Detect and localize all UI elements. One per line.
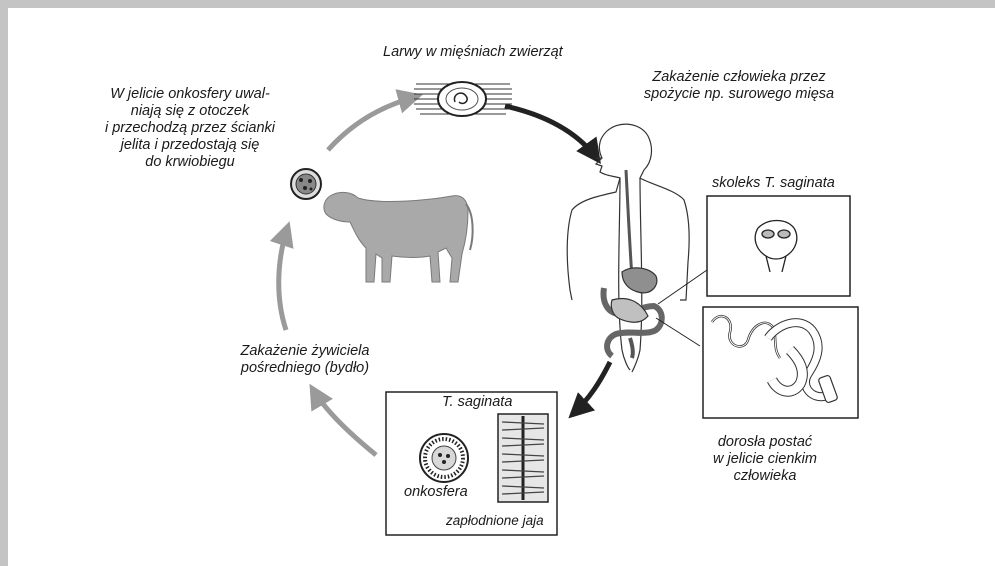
scolex-box: [707, 196, 850, 296]
label-human-infection: Zakażenie człowieka przez spożycie np. s…: [624, 69, 854, 103]
cyst-in-muscle-icon: [414, 82, 512, 116]
arrow-larvae-to-human: [505, 106, 598, 160]
pointer-line-scolex: [658, 270, 707, 304]
gravid-proglottid-icon: [498, 414, 548, 502]
arrow-human-to-eggs: [572, 362, 610, 415]
label-intermediate-host: Zakażenie żywiciela pośredniego (bydło): [210, 343, 400, 377]
label-adult-form: dorosła postać w jelicie cienkim człowie…: [690, 434, 840, 485]
label-oncosphere-release: W jelicie onkosfery uwal- niają się z ot…: [70, 86, 310, 171]
label-oncosphere: onkosfera: [404, 484, 468, 501]
label-egg-box-title: T. saginata: [442, 394, 512, 411]
pointer-line-adult: [656, 318, 700, 346]
oncosphere-icon: [291, 169, 321, 199]
arrow-oncosphere-to-larvae: [328, 96, 418, 150]
arrow-cow-to-oncosphere: [279, 226, 288, 330]
oncosphere-egg-icon: [420, 434, 468, 482]
cow-icon: [324, 192, 473, 282]
arrow-eggs-to-cow: [312, 388, 376, 455]
digestive-tract: [604, 268, 662, 358]
label-scolex: skoleks T. saginata: [712, 175, 835, 192]
label-larvae-in-muscle: Larwy w mięśniach zwierząt: [383, 44, 563, 61]
label-fertilized-eggs: zapłodnione jaja: [446, 512, 544, 529]
